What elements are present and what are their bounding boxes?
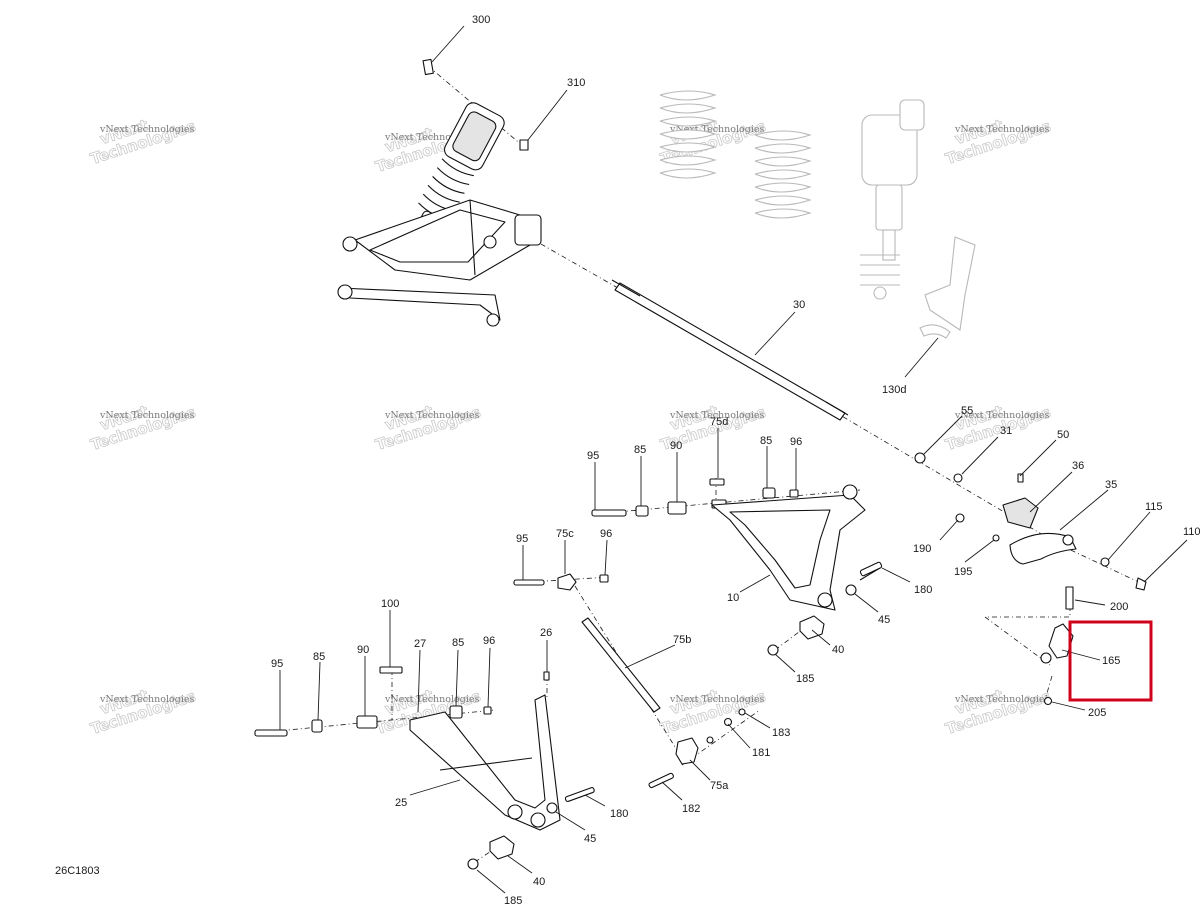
callout-180[interactable]: 180 — [914, 584, 932, 596]
callout-75a[interactable]: 75a — [710, 780, 729, 792]
hub-parts — [914, 452, 1147, 706]
callout-90[interactable]: 90 — [670, 440, 682, 452]
callout-115[interactable]: 115 — [1145, 501, 1163, 513]
svg-text:vNext Technologies: vNext Technologies — [99, 694, 194, 705]
callout-27[interactable]: 27 — [414, 638, 426, 650]
callout-75c[interactable]: 75c — [556, 528, 574, 540]
lower-arm-10-group — [591, 478, 883, 656]
callout-100[interactable]: 100 — [381, 598, 399, 610]
callout-26[interactable]: 26 — [540, 627, 552, 639]
callout-200[interactable]: 200 — [1110, 601, 1128, 613]
callout-300[interactable]: 300 — [472, 14, 490, 26]
callout-180[interactable]: 180 — [610, 808, 628, 820]
callout-85[interactable]: 85 — [452, 637, 464, 649]
svg-text:vNext Technologies: vNext Technologies — [99, 410, 194, 421]
callout-130d[interactable]: 130d — [882, 384, 906, 396]
callout-45[interactable]: 45 — [878, 614, 890, 626]
callout-95[interactable]: 95 — [516, 533, 528, 545]
springs — [659, 90, 812, 219]
callout-181[interactable]: 181 — [752, 747, 770, 759]
callout-185[interactable]: 185 — [504, 895, 522, 906]
lower-arm-25-group — [254, 666, 595, 870]
leader-lines — [279, 25, 1188, 894]
shock-absorber — [860, 99, 976, 339]
callout-85[interactable]: 85 — [313, 651, 325, 663]
svg-text:vNext Technologies: vNext Technologies — [384, 132, 479, 143]
callout-95[interactable]: 95 — [587, 450, 599, 462]
callout-165[interactable]: 165 — [1102, 655, 1120, 667]
watermark: vNext Technologies vNext Technologies — [943, 115, 1053, 168]
watermark: vNext Technologies vNext Technologies — [943, 685, 1053, 738]
callout-85[interactable]: 85 — [760, 435, 772, 447]
svg-text:vNext Technologies: vNext Technologies — [669, 410, 764, 421]
callout-85[interactable]: 85 — [634, 444, 646, 456]
callout-96[interactable]: 96 — [600, 528, 612, 540]
watermark: vNext Technologies vNext Technologies — [88, 401, 198, 454]
callout-110[interactable]: 110 — [1183, 526, 1200, 538]
callout-96[interactable]: 96 — [790, 436, 802, 448]
svg-text:vNext Technologies: vNext Technologies — [669, 694, 764, 705]
watermark: vNext Technologies vNext Technologies — [658, 685, 768, 738]
callout-55[interactable]: 55 — [961, 405, 973, 417]
tie-rod-group — [513, 573, 746, 789]
callout-183[interactable]: 183 — [772, 727, 790, 739]
highlight-box-part-165[interactable] — [1068, 620, 1153, 702]
callout-40[interactable]: 40 — [533, 876, 545, 888]
drive-shaft — [611, 279, 849, 421]
svg-text:vNext Technologies: vNext Technologies — [669, 124, 764, 135]
svg-text:vNext Technologies: vNext Technologies — [954, 124, 1049, 135]
callout-10[interactable]: 10 — [727, 592, 739, 604]
shock-and-arm-assembly — [337, 58, 542, 327]
callout-190[interactable]: 190 — [913, 543, 931, 555]
callout-50[interactable]: 50 — [1057, 429, 1069, 441]
svg-text:vNext Technologies: vNext Technologies — [954, 410, 1049, 421]
callout-25[interactable]: 25 — [395, 797, 407, 809]
svg-text:vNext Technologies: vNext Technologies — [99, 124, 194, 135]
callout-36[interactable]: 36 — [1072, 460, 1084, 472]
callout-40[interactable]: 40 — [832, 644, 844, 656]
watermark: vNext Technologies vNext Technologies — [943, 401, 1053, 454]
assembly-lines — [256, 65, 1146, 863]
callout-310[interactable]: 310 — [567, 77, 585, 89]
watermarks: vNext Technologies vNext Technologies vN… — [88, 115, 1053, 738]
svg-text:vNext Technologies: vNext Technologies — [384, 694, 479, 705]
svg-text:vNext Technologies: vNext Technologies — [384, 410, 479, 421]
callout-45[interactable]: 45 — [584, 833, 596, 845]
callout-31[interactable]: 31 — [1000, 425, 1012, 437]
svg-text:vNext Technologies: vNext Technologies — [954, 694, 1049, 705]
callout-195[interactable]: 195 — [954, 566, 972, 578]
callout-182[interactable]: 182 — [682, 803, 700, 815]
callout-75b[interactable]: 75b — [673, 634, 691, 646]
callout-75d[interactable]: 75d — [710, 416, 728, 428]
callout-96[interactable]: 96 — [483, 635, 495, 647]
callout-95[interactable]: 95 — [271, 658, 283, 670]
callout-35[interactable]: 35 — [1105, 479, 1117, 491]
watermark: vNext Technologies vNext Technologies — [88, 685, 198, 738]
diagram-code: 26C1803 — [55, 865, 100, 877]
callout-30[interactable]: 30 — [793, 299, 805, 311]
callout-185[interactable]: 185 — [796, 673, 814, 685]
watermark: vNext Technologies vNext Technologies — [88, 115, 198, 168]
callout-labels: 300 310 30 130d 55 31 50 36 35 115 110 1… — [271, 14, 1200, 906]
watermark: vNext Technologies vNext Technologies — [373, 401, 483, 454]
callout-90[interactable]: 90 — [357, 644, 369, 656]
callout-205[interactable]: 205 — [1088, 707, 1106, 719]
